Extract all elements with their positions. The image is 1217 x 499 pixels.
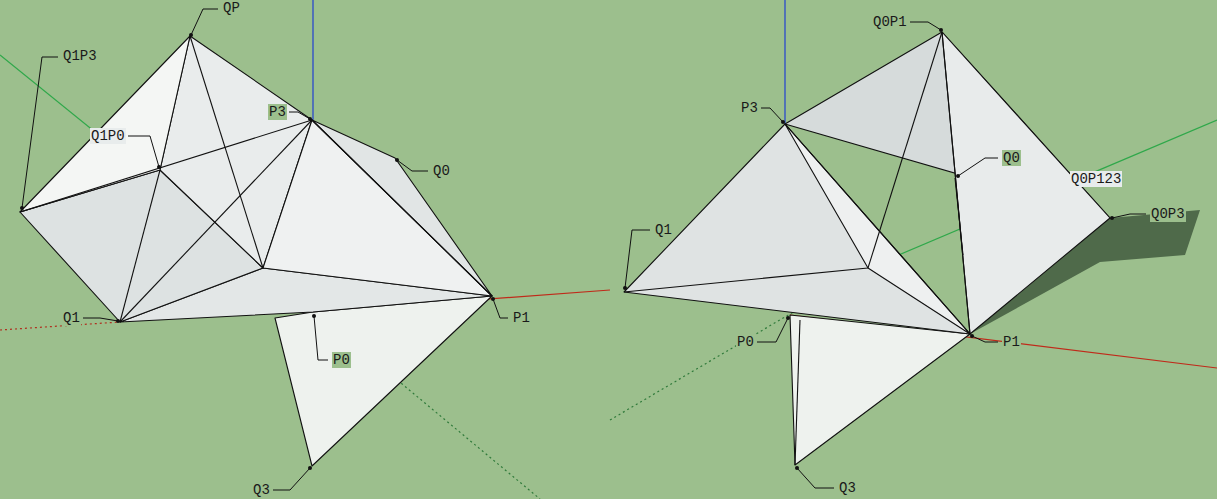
edge: [624, 268, 868, 292]
edge: [190, 36, 263, 268]
vertex-label: Q3: [838, 480, 857, 496]
vertex-label: Q1: [62, 310, 81, 326]
leader-line: [972, 336, 998, 342]
red-axis: [0, 322, 120, 330]
right-polyhedron: [624, 32, 1200, 465]
vertex-label: Q0P1: [872, 14, 908, 30]
edge: [955, 178, 963, 255]
leader-dot: [795, 466, 799, 470]
leader-line: [22, 57, 58, 208]
vertex-label: QP: [222, 0, 241, 16]
vertex-label: Q3: [252, 482, 271, 498]
leader-dot: [308, 466, 312, 470]
leader-dot: [312, 314, 316, 318]
face: [790, 315, 970, 465]
leader-dot: [786, 316, 790, 320]
leader-line: [1112, 214, 1146, 218]
vertex-label: P3: [268, 104, 287, 120]
leader-dot: [781, 120, 785, 124]
vertex-label: P0: [736, 334, 755, 350]
edge: [120, 170, 160, 322]
leader-line: [761, 108, 783, 122]
leader-line: [314, 316, 328, 360]
leader-dot: [308, 117, 312, 121]
vertex-label: Q1: [654, 222, 673, 238]
leader-line: [910, 22, 941, 30]
edge: [120, 120, 312, 322]
face: [275, 296, 492, 466]
vertex-label: Q0P123: [1070, 171, 1122, 187]
leader-dot: [956, 174, 960, 178]
leader-line: [83, 318, 118, 321]
blue-axis: [784, 0, 785, 124]
leader-line: [289, 112, 310, 119]
vertex-label: Q0: [432, 163, 451, 179]
vertex-label: Q0: [1002, 150, 1021, 166]
edge: [942, 32, 970, 334]
leader-line: [273, 468, 310, 490]
leader-line: [797, 468, 834, 488]
leader-line: [958, 158, 998, 176]
leader-line: [397, 160, 428, 171]
leader-dot: [189, 33, 193, 37]
leader-dot: [20, 206, 24, 210]
vertex-label: P1: [512, 310, 531, 326]
leader-dot: [1110, 216, 1114, 220]
leader-line: [191, 9, 218, 35]
face: [312, 120, 492, 296]
left-polyhedron: [20, 36, 492, 466]
leader-dot: [116, 319, 120, 323]
vertex-label: P1: [1002, 334, 1021, 350]
leader-line: [493, 299, 508, 318]
leader-dot: [970, 334, 974, 338]
face: [785, 124, 970, 334]
leader-dot: [157, 165, 161, 169]
edge: [312, 120, 492, 296]
leader-dots: [20, 28, 1114, 470]
leader-line: [757, 318, 788, 342]
vertex-label: Q0P3: [1150, 206, 1186, 222]
leader-line: [128, 136, 159, 167]
edge: [868, 32, 942, 268]
edge: [795, 320, 800, 465]
leader-dot: [395, 158, 399, 162]
edge: [785, 124, 970, 334]
leader-dot: [491, 297, 495, 301]
leader-lines: [22, 9, 1146, 490]
vertex-label: P3: [740, 100, 759, 116]
leader-dot: [939, 28, 943, 32]
face: [263, 120, 492, 296]
vertex-label: Q1P3: [62, 48, 98, 64]
vertex-label: Q1P0: [90, 128, 126, 144]
vertex-label: P0: [332, 352, 351, 368]
leader-dot: [623, 286, 627, 290]
leader-line: [625, 230, 650, 288]
